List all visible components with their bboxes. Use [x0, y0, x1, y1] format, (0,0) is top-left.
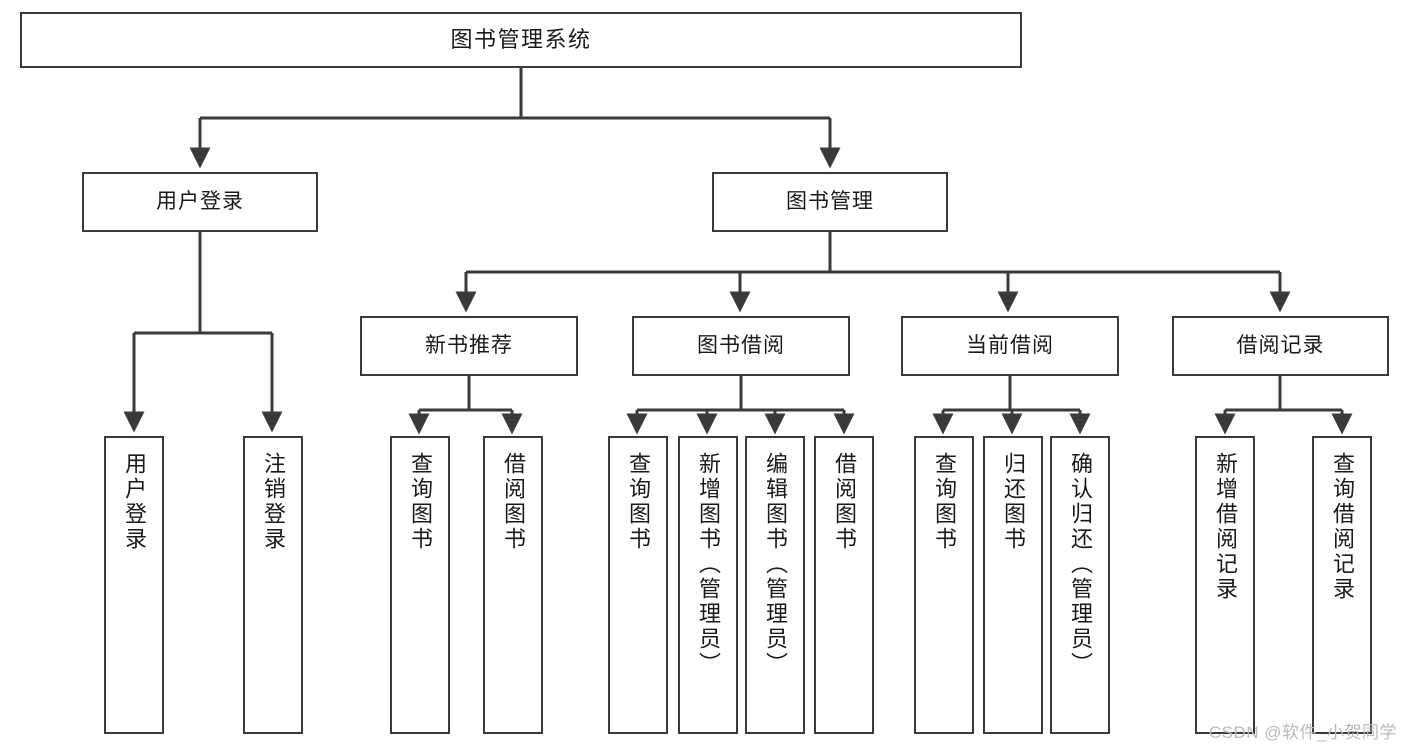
node-label: 图书借阅 — [697, 333, 785, 357]
node-current-borrow: 当前借阅 — [901, 316, 1119, 376]
node-leaf-query-book-3: 查询图书 — [914, 436, 974, 734]
watermark: CSDN @软件_小贺同学 — [1208, 723, 1397, 742]
node-label: 查询图书 — [932, 452, 957, 552]
node-leaf-confirm-return: 确认归还（管理员） — [1050, 436, 1110, 734]
node-label: 新增图书（管理员） — [696, 452, 721, 677]
node-label: 借阅记录 — [1236, 333, 1325, 357]
node-leaf-return-book: 归还图书 — [983, 436, 1043, 734]
node-label: 图书管理系统 — [450, 27, 592, 53]
node-label: 查询借阅记录 — [1330, 452, 1355, 602]
node-label: 查询图书 — [626, 452, 651, 552]
node-leaf-add-book: 新增图书（管理员） — [678, 436, 738, 734]
node-label: 编辑图书（管理员） — [763, 452, 788, 677]
node-label: 查询图书 — [408, 452, 433, 552]
node-label: 借阅图书 — [501, 452, 526, 552]
node-user-login: 用户登录 — [82, 172, 318, 232]
node-label: 用户登录 — [156, 189, 244, 213]
node-label: 注销登录 — [261, 452, 286, 552]
node-leaf-query-record: 查询借阅记录 — [1312, 436, 1372, 734]
node-book-borrow: 图书借阅 — [632, 316, 850, 376]
node-leaf-logout: 注销登录 — [243, 436, 303, 734]
node-title: 图书管理系统 — [20, 12, 1022, 68]
node-leaf-query-book-2: 查询图书 — [608, 436, 668, 734]
node-leaf-user-login: 用户登录 — [104, 436, 164, 734]
node-label: 借阅图书 — [832, 452, 857, 552]
node-new-book-rec: 新书推荐 — [360, 316, 578, 376]
node-label: 用户登录 — [122, 452, 147, 552]
node-leaf-borrow-book-2: 借阅图书 — [814, 436, 874, 734]
node-label: 图书管理 — [786, 189, 874, 213]
node-borrow-record: 借阅记录 — [1172, 316, 1389, 376]
node-label: 确认归还（管理员） — [1068, 452, 1093, 677]
node-label: 归还图书 — [1001, 452, 1026, 552]
node-label: 新书推荐 — [425, 333, 513, 357]
node-label: 新增借阅记录 — [1213, 452, 1238, 602]
node-leaf-add-record: 新增借阅记录 — [1195, 436, 1255, 734]
node-label: 当前借阅 — [966, 333, 1054, 357]
node-leaf-borrow-book-1: 借阅图书 — [483, 436, 543, 734]
node-leaf-query-book-1: 查询图书 — [390, 436, 450, 734]
node-book-manage: 图书管理 — [712, 172, 948, 232]
node-leaf-edit-book: 编辑图书（管理员） — [745, 436, 805, 734]
